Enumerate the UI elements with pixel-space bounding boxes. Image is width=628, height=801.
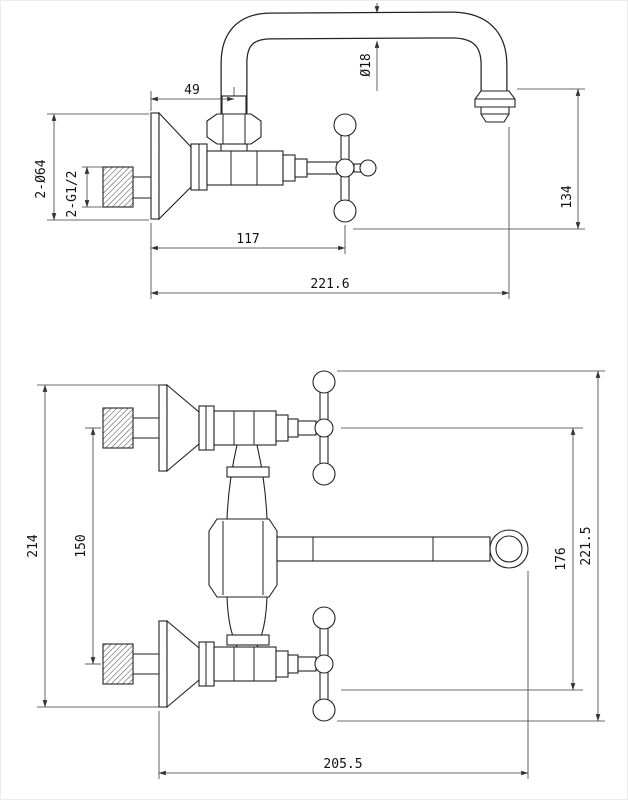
dim-label-inlet-thread: 2-G1/2 <box>65 171 80 218</box>
spout-riser-nut <box>206 95 262 153</box>
dim-label-221-6: 221.6 <box>310 277 349 292</box>
dim-label-49: 49 <box>184 83 200 98</box>
dim-label-150: 150 <box>74 534 89 557</box>
lower-cross-handle <box>312 606 336 722</box>
dimension-total-reach: 221.6 <box>150 127 510 299</box>
wall-escutcheon <box>150 111 208 221</box>
upper-cross-handle <box>312 370 336 486</box>
dim-label-escutcheon-diameter: 2-Ø64 <box>34 159 49 198</box>
front-view: 214 150 176 221.5 205.5 <box>26 370 605 779</box>
inlet-nipple <box>102 166 151 208</box>
dim-label-205-5: 205.5 <box>323 757 362 772</box>
dim-label-117: 117 <box>236 232 259 247</box>
mixing-body <box>208 444 278 648</box>
dimension-escutcheon-diameter: 2-Ø64 <box>34 113 149 221</box>
dimension-handle-span: 176 <box>341 427 583 691</box>
valve-body <box>206 150 338 186</box>
spout-tube <box>220 11 508 115</box>
spout-front <box>276 529 529 569</box>
dimension-inlet-thread: 2-G1/2 <box>65 166 103 218</box>
cross-handle-side <box>333 113 377 223</box>
dimension-spout-height: 134 <box>353 88 585 230</box>
dimension-inlet-centers: 150 <box>74 427 101 665</box>
dimension-wall-to-spout-axis: 49 <box>150 83 235 111</box>
side-view: 49 Ø18 134 2-Ø64 2-G1/2 <box>34 3 585 299</box>
dimension-spout-diameter: Ø18 <box>359 3 380 91</box>
dimension-overall-height: 221.5 <box>337 370 605 722</box>
dim-label-134: 134 <box>560 185 575 209</box>
upper-wall-assembly <box>102 384 317 472</box>
dimension-overall-length: 205.5 <box>158 571 529 779</box>
spout-outlet-tip <box>474 90 516 123</box>
lower-wall-assembly <box>102 620 317 708</box>
dim-label-176: 176 <box>554 547 569 570</box>
dimension-wall-to-handle: 117 <box>150 223 346 254</box>
dim-label-221-5: 221.5 <box>579 526 594 565</box>
dimension-body-height: 214 <box>26 384 163 708</box>
dim-label-214: 214 <box>26 534 41 558</box>
dim-label-spout-diameter: Ø18 <box>359 53 374 76</box>
